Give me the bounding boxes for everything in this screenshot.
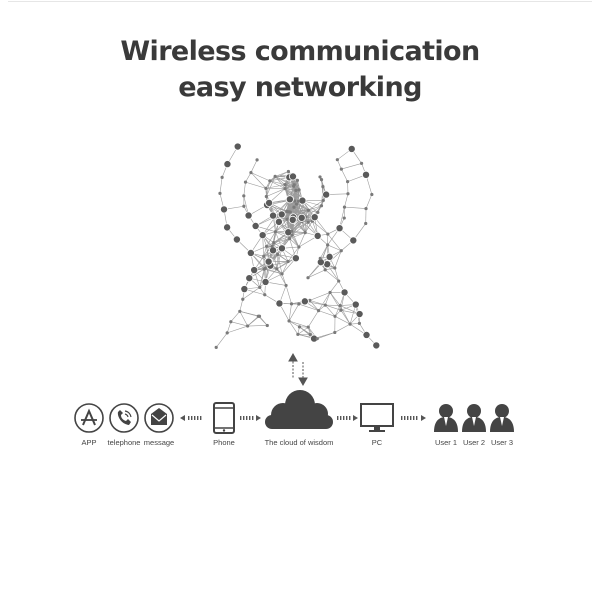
label-phone: Phone: [213, 438, 235, 447]
label-user-1: User 1: [434, 438, 458, 447]
app-store-icon: [74, 403, 104, 433]
label-app: APP: [81, 438, 97, 447]
monitor-icon: [360, 403, 394, 432]
user-icon: [490, 404, 514, 432]
title-line-1: Wireless communication: [120, 36, 480, 67]
label-user-2: User 2: [462, 438, 486, 447]
title-line-2: easy networking: [178, 72, 422, 103]
label-message: message: [143, 438, 175, 447]
telephone-icon: [109, 403, 139, 433]
updown-arrows-icon: [288, 352, 308, 387]
user-icon: [462, 404, 486, 432]
top-divider: [8, 1, 592, 2]
label-pc: PC: [371, 438, 383, 447]
label-user-3: User 3: [490, 438, 514, 447]
message-icon: [144, 403, 174, 433]
arrow-phone-cloud: [240, 415, 261, 421]
smartphone-icon: [213, 402, 235, 434]
arrow-message-phone: [180, 415, 202, 421]
label-telephone: telephone: [107, 438, 141, 447]
user-icon: [434, 404, 458, 432]
cloud-icon: [265, 390, 333, 429]
arrow-pc-users: [401, 415, 426, 421]
arrow-cloud-pc: [337, 415, 358, 421]
label-cloud: The cloud of wisdom: [264, 438, 334, 447]
